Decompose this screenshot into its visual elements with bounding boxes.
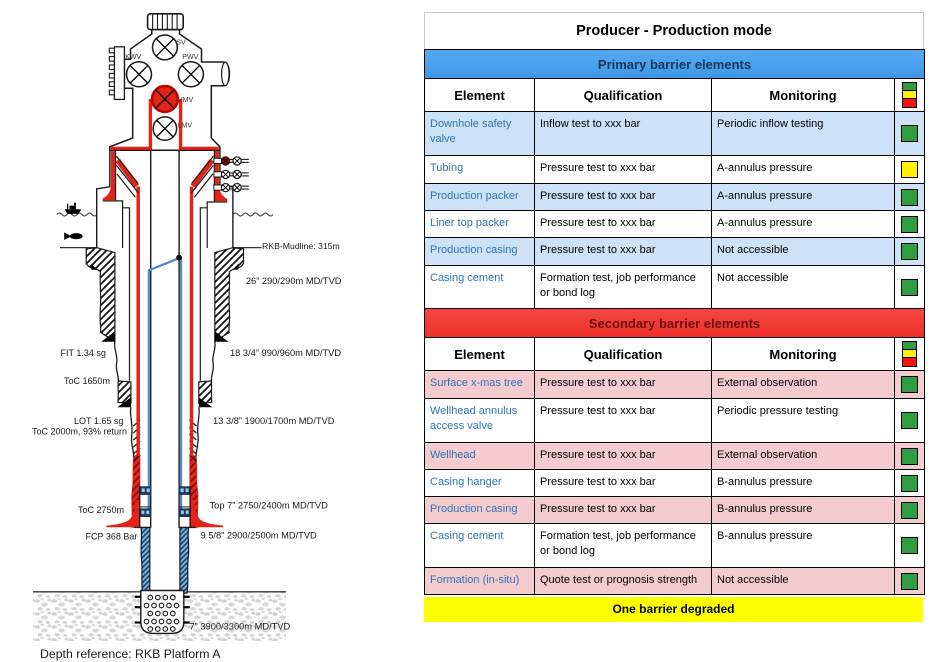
svg-text:ToC 1650m: ToC 1650m <box>64 376 110 386</box>
svg-text:26” 290/290m MD/TVD: 26” 290/290m MD/TVD <box>246 276 342 286</box>
svg-text:ToC 2750m: ToC 2750m <box>78 505 124 515</box>
svg-text:FIT 1.34 sg: FIT 1.34 sg <box>61 348 106 358</box>
svg-text:UMV: UMV <box>178 97 194 104</box>
svg-text:9 5/8” 2900/2500m MD/TVD: 9 5/8” 2900/2500m MD/TVD <box>201 530 318 540</box>
svg-text:LMV: LMV <box>178 123 193 130</box>
svg-text:SV: SV <box>176 40 186 47</box>
svg-text:KWV: KWV <box>125 54 141 61</box>
svg-text:13 3/8” 1900/1700m MD/TVD: 13 3/8” 1900/1700m MD/TVD <box>213 416 335 426</box>
svg-text:PWV: PWV <box>182 54 198 61</box>
svg-text:7” 3900/3300m MD/TVD: 7” 3900/3300m MD/TVD <box>190 622 291 632</box>
svg-text:Top 7” 2750/2400m MD/TVD: Top 7” 2750/2400m MD/TVD <box>210 501 329 511</box>
svg-text:LOT 1.65 sg: LOT 1.65 sg <box>74 416 123 426</box>
svg-text:ToC 2000m, 93% return: ToC 2000m, 93% return <box>32 427 127 437</box>
svg-text:RKB-Mudline: 315m: RKB-Mudline: 315m <box>262 241 340 251</box>
svg-text:FCP 368 Bar: FCP 368 Bar <box>86 532 138 542</box>
svg-text:Depth reference: RKB Platform: Depth reference: RKB Platform A <box>40 647 221 661</box>
svg-text:18 3/4” 990/960m MD/TVD: 18 3/4” 990/960m MD/TVD <box>230 348 341 358</box>
